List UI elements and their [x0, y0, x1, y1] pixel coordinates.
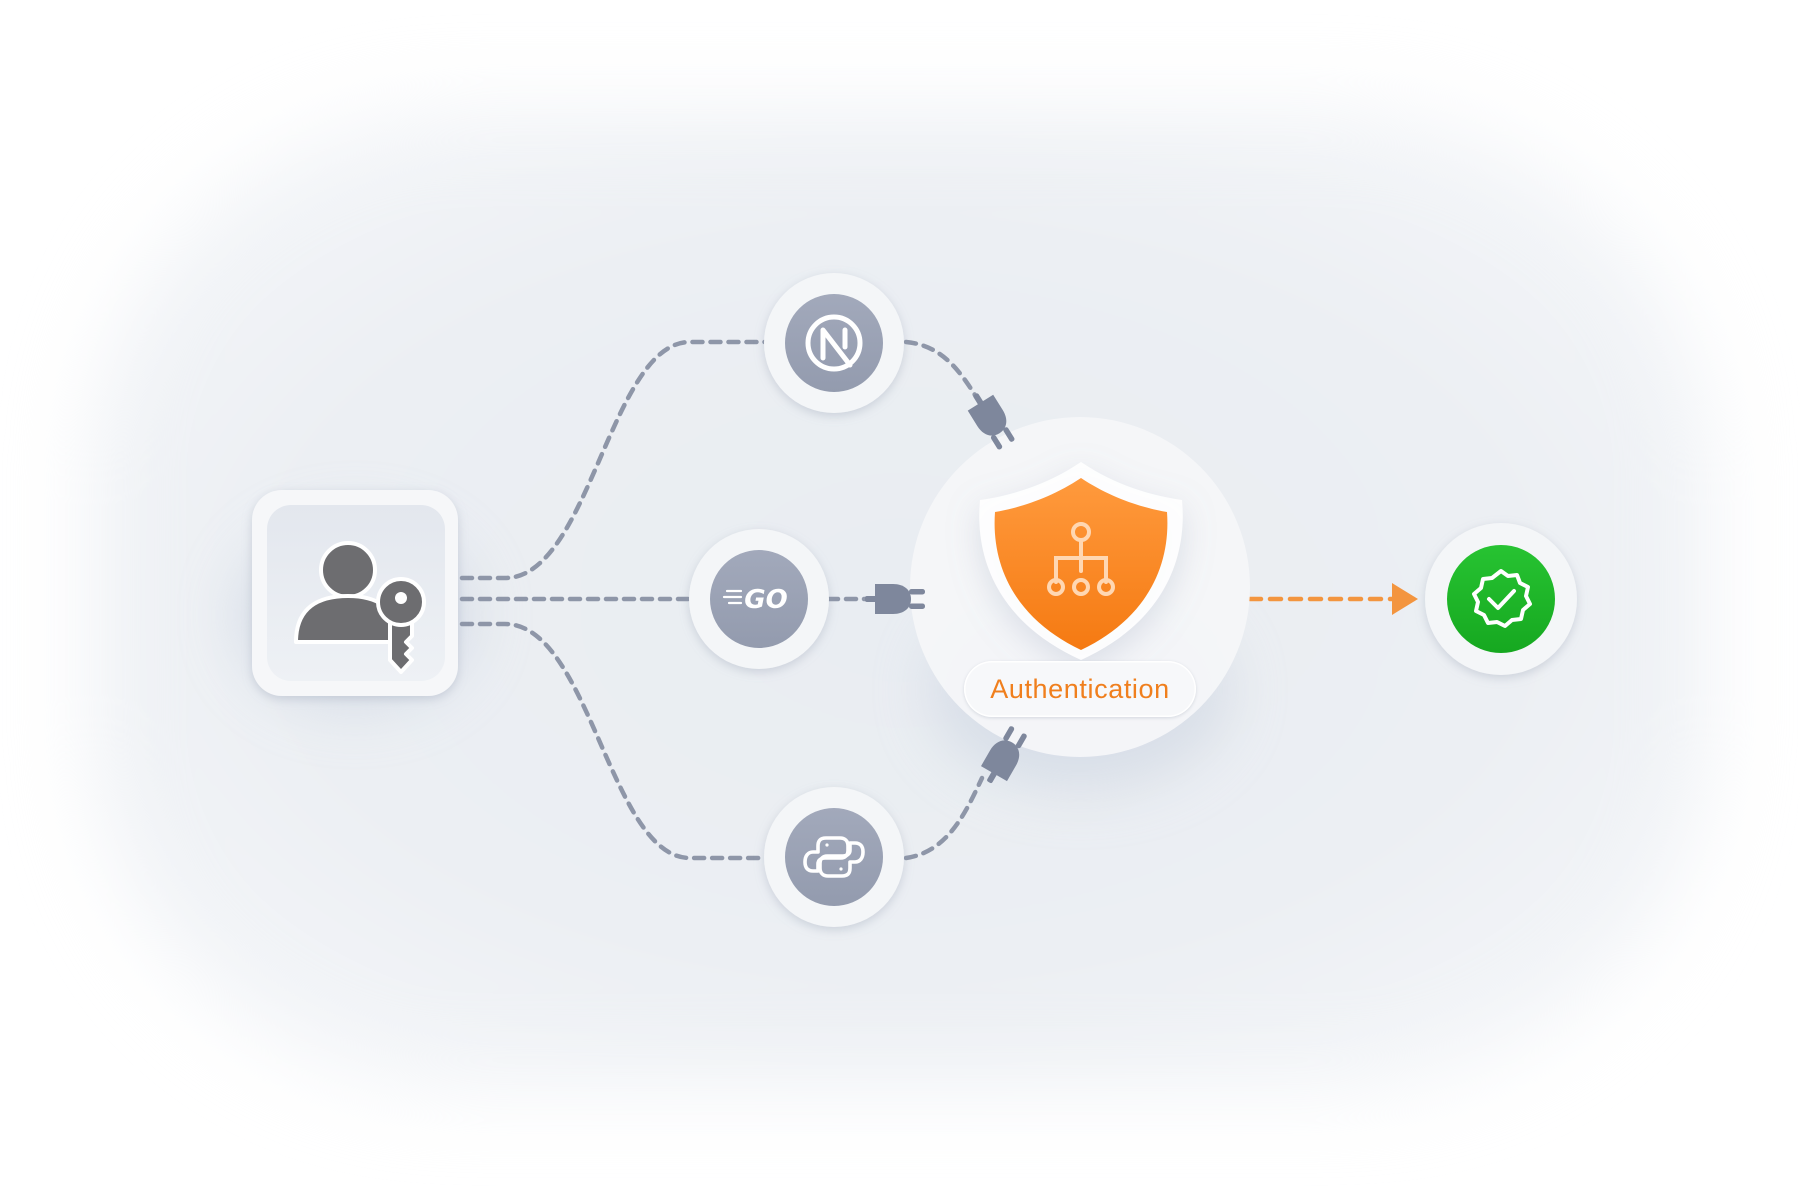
line-source-to-python: [459, 621, 768, 861]
user-key-icon: [294, 541, 426, 674]
result-arrow: [1247, 583, 1418, 615]
plug-icon: [981, 726, 1027, 784]
key-shape: [376, 577, 426, 674]
go-logo-icon: GO: [722, 585, 788, 615]
go-node: GO: [689, 529, 829, 669]
authentication-label: Authentication: [964, 661, 1196, 717]
result-node-fill: [1447, 545, 1555, 653]
verified-badge-icon: [1472, 569, 1532, 628]
line-python-to-plug: [903, 775, 985, 861]
plug-icon: [967, 393, 1015, 450]
nextjs-node: [764, 273, 904, 413]
result-node: [1425, 523, 1577, 675]
line-source-to-nextjs: [459, 339, 768, 581]
org-chart-glyph: [1047, 522, 1115, 596]
line-nextjs-to-plug: [903, 339, 978, 398]
source-node: [252, 490, 458, 696]
go-node-fill: [710, 550, 808, 648]
arrow-head: [1392, 583, 1418, 615]
python-node: [764, 787, 904, 927]
plug-connectors: [865, 393, 1027, 784]
python-logo-icon: [803, 836, 865, 878]
connection-lines: [459, 339, 985, 861]
user-head: [319, 541, 377, 599]
go-logo-text: GO: [744, 585, 787, 615]
nextjs-logo-icon: [805, 314, 863, 372]
plug-icon: [865, 584, 925, 614]
